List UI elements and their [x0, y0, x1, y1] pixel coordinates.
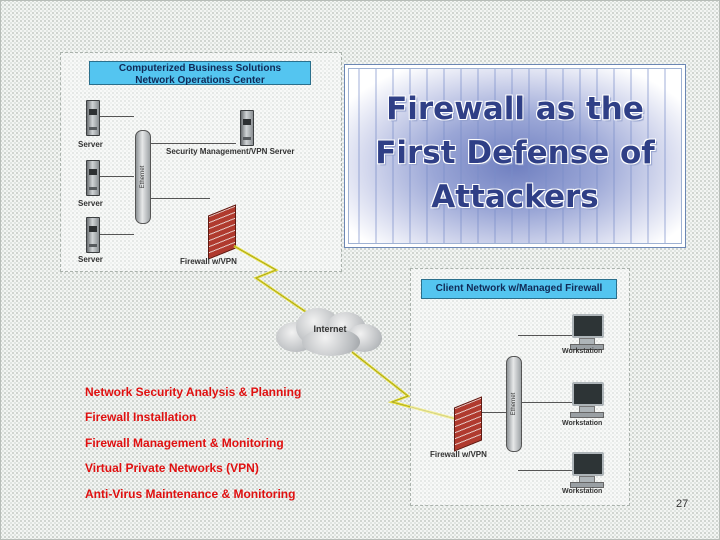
noc-firewall-link — [150, 198, 210, 199]
workstation-3-label: Workstation — [562, 488, 603, 495]
client-ethernet-hub: Ethernet — [506, 356, 522, 452]
title-line-2: First Defense of — [375, 135, 655, 171]
noc-vpn-link — [150, 143, 236, 144]
noc-firewall-label: Firewall w/VPN — [180, 257, 237, 266]
noc-server3-link — [98, 234, 134, 235]
title-line-3: Attackers — [431, 179, 599, 215]
workstation-1-label: Workstation — [562, 348, 603, 355]
vpn-server — [240, 110, 254, 146]
server-1 — [86, 100, 100, 136]
client-firewall-link — [478, 412, 510, 413]
service-item: Firewall Management & Monitoring — [85, 436, 284, 450]
lightning-bolt-bottom-outline — [351, 351, 461, 421]
lightning-bolt-top-outline — [233, 245, 307, 313]
client-ws1-link — [518, 335, 572, 336]
noc-panel: Computerized Business Solutions Network … — [60, 52, 342, 272]
server-3 — [86, 217, 100, 253]
slide-title: Firewall as the First Defense of Attacke… — [345, 87, 685, 219]
noc-ethernet-hub: Ethernet — [135, 130, 151, 224]
server-2-label: Server — [78, 199, 103, 208]
page-number: 27 — [676, 498, 689, 510]
client-ws3-link — [518, 470, 572, 471]
client-title: Client Network w/Managed Firewall — [421, 279, 617, 299]
service-item: Virtual Private Networks (VPN) — [85, 461, 259, 475]
vpn-server-label: Security Management/VPN Server — [166, 147, 295, 156]
workstation-3-base — [570, 482, 604, 488]
client-ws2-link — [518, 402, 572, 403]
workstation-1-base — [570, 344, 604, 350]
client-hub-label: Ethernet — [511, 392, 517, 416]
server-3-label: Server — [78, 255, 103, 264]
lightning-bolt-top — [233, 244, 307, 314]
internet-label: Internet — [313, 324, 347, 334]
client-firewall-label: Firewall w/VPN — [430, 450, 487, 459]
internet-cloud-icon: Internet — [276, 306, 384, 356]
service-item: Anti-Virus Maintenance & Monitoring — [85, 487, 296, 501]
title-background — [348, 68, 682, 244]
title-line-1: Firewall as the — [386, 91, 644, 127]
workstation-2-base — [570, 412, 604, 418]
service-item: Firewall Installation — [85, 410, 197, 424]
noc-title-line1: Computerized Business Solutions — [118, 63, 282, 74]
title-box: Firewall as the First Defense of Attacke… — [344, 64, 686, 248]
noc-title-line2: Network Operations Center — [135, 75, 265, 86]
noc-server2-link — [98, 176, 134, 177]
workstation-1-icon — [572, 314, 604, 345]
server-2 — [86, 160, 100, 196]
noc-title: Computerized Business Solutions Network … — [89, 61, 311, 86]
server-1-label: Server — [78, 140, 103, 149]
workstation-2-icon — [572, 382, 604, 413]
noc-server1-link — [98, 116, 134, 117]
workstation-3-icon — [572, 452, 604, 483]
workstation-2-label: Workstation — [562, 420, 603, 427]
service-item: Network Security Analysis & Planning — [85, 385, 302, 399]
